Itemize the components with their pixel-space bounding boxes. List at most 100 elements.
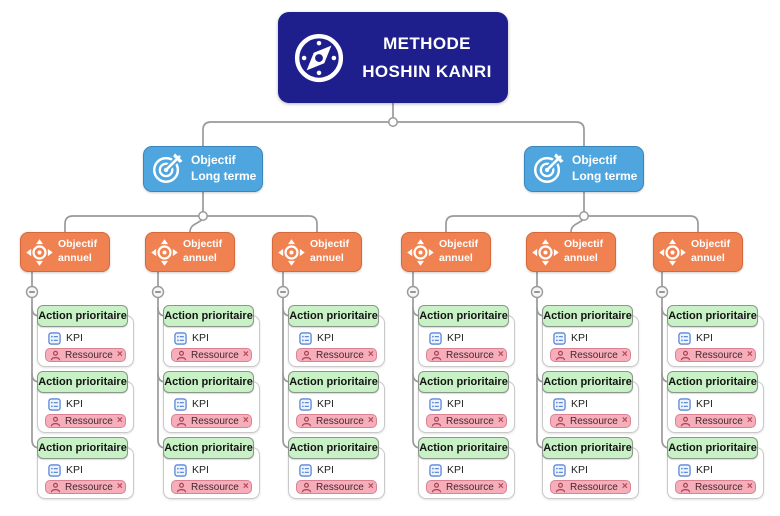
kpi-item[interactable]: KPI — [171, 397, 252, 411]
action-priority-header[interactable]: Action prioritaire — [418, 437, 509, 459]
kpi-item[interactable]: KPI — [550, 463, 631, 477]
long-term-label-line2: Long terme — [572, 169, 638, 183]
kpi-item[interactable]: KPI — [296, 463, 377, 477]
resource-tag[interactable]: Ressource × — [171, 348, 252, 362]
resource-tag[interactable]: Ressource × — [550, 414, 631, 428]
resource-tag[interactable]: Ressource × — [426, 414, 507, 428]
action-item: KPI Ressource × Action prioritaire — [667, 437, 764, 499]
x-icon[interactable]: × — [621, 415, 628, 426]
action-priority-header[interactable]: Action prioritaire — [37, 371, 128, 393]
action-priority-header[interactable]: Action prioritaire — [37, 305, 128, 327]
person-icon — [680, 350, 691, 361]
annual-objective-node[interactable]: Objectif annuel — [20, 232, 110, 272]
action-priority-header[interactable]: Action prioritaire — [37, 437, 128, 459]
kpi-item[interactable]: KPI — [296, 397, 377, 411]
x-icon[interactable]: × — [116, 349, 123, 360]
resource-label: Ressource — [695, 481, 743, 493]
x-icon[interactable]: × — [367, 481, 374, 492]
x-icon[interactable]: × — [746, 349, 753, 360]
resource-tag[interactable]: Ressource × — [45, 414, 126, 428]
x-icon[interactable]: × — [242, 481, 249, 492]
x-icon[interactable]: × — [497, 349, 504, 360]
x-icon[interactable]: × — [242, 349, 249, 360]
action-priority-header[interactable]: Action prioritaire — [542, 371, 633, 393]
kpi-item[interactable]: KPI — [426, 397, 507, 411]
annual-objective-node[interactable]: Objectif annuel — [145, 232, 235, 272]
resource-tag[interactable]: Ressource × — [45, 480, 126, 494]
resource-tag[interactable]: Ressource × — [675, 414, 756, 428]
x-icon[interactable]: × — [367, 349, 374, 360]
minus-icon[interactable] — [276, 285, 290, 299]
action-priority-header[interactable]: Action prioritaire — [418, 371, 509, 393]
kpi-label: KPI — [571, 332, 588, 344]
kpi-item[interactable]: KPI — [550, 331, 631, 345]
action-item: KPI Ressource × Action prioritaire — [667, 305, 764, 367]
x-icon[interactable]: × — [746, 481, 753, 492]
kpi-item[interactable]: KPI — [296, 331, 377, 345]
minus-icon[interactable] — [406, 285, 420, 299]
kpi-item[interactable]: KPI — [45, 331, 126, 345]
resource-tag[interactable]: Ressource × — [296, 414, 377, 428]
root-node[interactable]: METHODE HOSHIN KANRI — [278, 12, 508, 103]
action-priority-header[interactable]: Action prioritaire — [418, 305, 509, 327]
kpi-item[interactable]: KPI — [426, 463, 507, 477]
kpi-item[interactable]: KPI — [550, 397, 631, 411]
annual-objective-node[interactable]: Objectif annuel — [272, 232, 362, 272]
action-priority-header[interactable]: Action prioritaire — [542, 305, 633, 327]
resource-tag[interactable]: Ressource × — [675, 348, 756, 362]
resource-tag[interactable]: Ressource × — [550, 348, 631, 362]
annual-label-line2: annuel — [564, 252, 598, 264]
kpi-item[interactable]: KPI — [426, 331, 507, 345]
annual-label-line1: Objectif — [310, 238, 350, 251]
x-icon[interactable]: × — [621, 349, 628, 360]
action-priority-header[interactable]: Action prioritaire — [288, 371, 379, 393]
person-icon — [680, 482, 691, 493]
kpi-item[interactable]: KPI — [675, 463, 756, 477]
minus-icon[interactable] — [530, 285, 544, 299]
resource-tag[interactable]: Ressource × — [550, 480, 631, 494]
action-item: KPI Ressource × Action prioritaire — [37, 305, 134, 367]
resource-tag[interactable]: Ressource × — [426, 348, 507, 362]
x-icon[interactable]: × — [746, 415, 753, 426]
x-icon[interactable]: × — [242, 415, 249, 426]
minus-icon[interactable] — [25, 285, 39, 299]
x-icon[interactable]: × — [116, 415, 123, 426]
minus-icon[interactable] — [655, 285, 669, 299]
x-icon[interactable]: × — [116, 481, 123, 492]
list-icon — [553, 331, 566, 345]
kpi-item[interactable]: KPI — [171, 463, 252, 477]
x-icon[interactable]: × — [367, 415, 374, 426]
kpi-item[interactable]: KPI — [171, 331, 252, 345]
person-icon — [555, 350, 566, 361]
kpi-item[interactable]: KPI — [45, 463, 126, 477]
x-icon[interactable]: × — [621, 481, 628, 492]
resource-tag[interactable]: Ressource × — [675, 480, 756, 494]
kpi-item[interactable]: KPI — [675, 331, 756, 345]
action-priority-header[interactable]: Action prioritaire — [163, 437, 254, 459]
long-term-objective-node[interactable]: Objectif Long terme — [143, 146, 263, 192]
action-priority-header[interactable]: Action prioritaire — [667, 437, 758, 459]
action-priority-header[interactable]: Action prioritaire — [163, 371, 254, 393]
action-priority-header[interactable]: Action prioritaire — [542, 437, 633, 459]
resource-tag[interactable]: Ressource × — [296, 480, 377, 494]
minus-icon[interactable] — [151, 285, 165, 299]
action-priority-header[interactable]: Action prioritaire — [288, 305, 379, 327]
action-priority-header[interactable]: Action prioritaire — [667, 371, 758, 393]
kpi-item[interactable]: KPI — [45, 397, 126, 411]
action-priority-header[interactable]: Action prioritaire — [288, 437, 379, 459]
action-priority-header[interactable]: Action prioritaire — [163, 305, 254, 327]
x-icon[interactable]: × — [497, 415, 504, 426]
resource-tag[interactable]: Ressource × — [296, 348, 377, 362]
resource-tag[interactable]: Ressource × — [426, 480, 507, 494]
x-icon[interactable]: × — [497, 481, 504, 492]
annual-objective-node[interactable]: Objectif annuel — [401, 232, 491, 272]
annual-objective-node[interactable]: Objectif annuel — [653, 232, 743, 272]
action-item: KPI Ressource × Action prioritaire — [288, 305, 385, 367]
resource-tag[interactable]: Ressource × — [171, 414, 252, 428]
action-priority-header[interactable]: Action prioritaire — [667, 305, 758, 327]
resource-tag[interactable]: Ressource × — [171, 480, 252, 494]
long-term-objective-node[interactable]: Objectif Long terme — [524, 146, 644, 192]
annual-objective-node[interactable]: Objectif annuel — [526, 232, 616, 272]
resource-tag[interactable]: Ressource × — [45, 348, 126, 362]
kpi-item[interactable]: KPI — [675, 397, 756, 411]
